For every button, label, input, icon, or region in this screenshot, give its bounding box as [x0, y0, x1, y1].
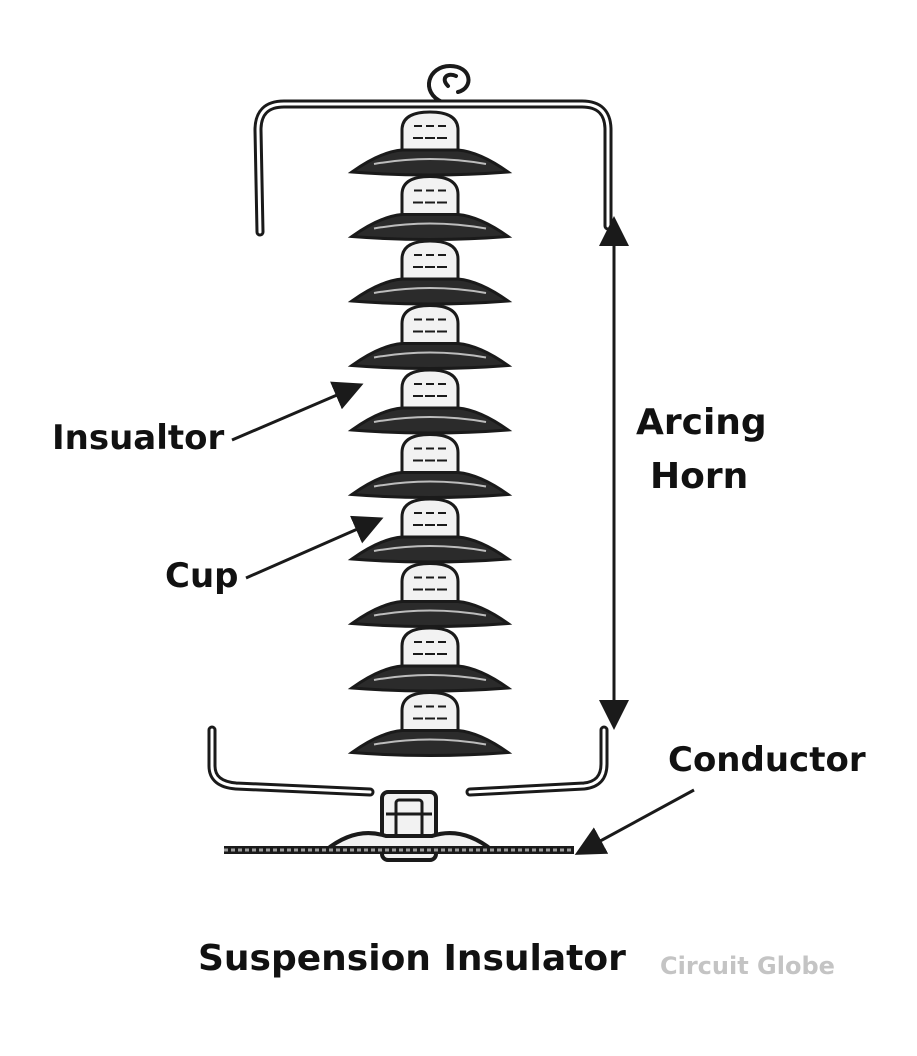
insulator-disc: [352, 628, 508, 691]
insulator-pointer-arrow: [232, 386, 358, 440]
arcing-horn-label-line1: Arcing: [636, 402, 767, 443]
insulator-disc: [352, 693, 508, 756]
arcing-horn-label-line2: Horn: [650, 456, 748, 497]
insulator-disc: [352, 370, 508, 433]
insulator-disc: [352, 499, 508, 562]
diagram-caption: Suspension Insulator: [198, 938, 626, 979]
insulator-disc: [352, 241, 508, 304]
cup-label: Cup: [165, 556, 239, 596]
insulator-disc: [352, 564, 508, 627]
watermark-text: Circuit Globe: [660, 952, 835, 980]
hanging-hook: [429, 66, 469, 102]
insulator-label: Insualtor: [52, 418, 224, 458]
insulator-disc: [352, 112, 508, 175]
insulator-disc: [352, 435, 508, 498]
insulator-disc-string: [352, 112, 508, 756]
conductor-pointer-arrow: [580, 790, 694, 852]
cup-pointer-arrow: [246, 520, 378, 578]
insulator-disc: [352, 177, 508, 240]
insulator-disc: [352, 306, 508, 369]
conductor-label: Conductor: [668, 740, 866, 780]
